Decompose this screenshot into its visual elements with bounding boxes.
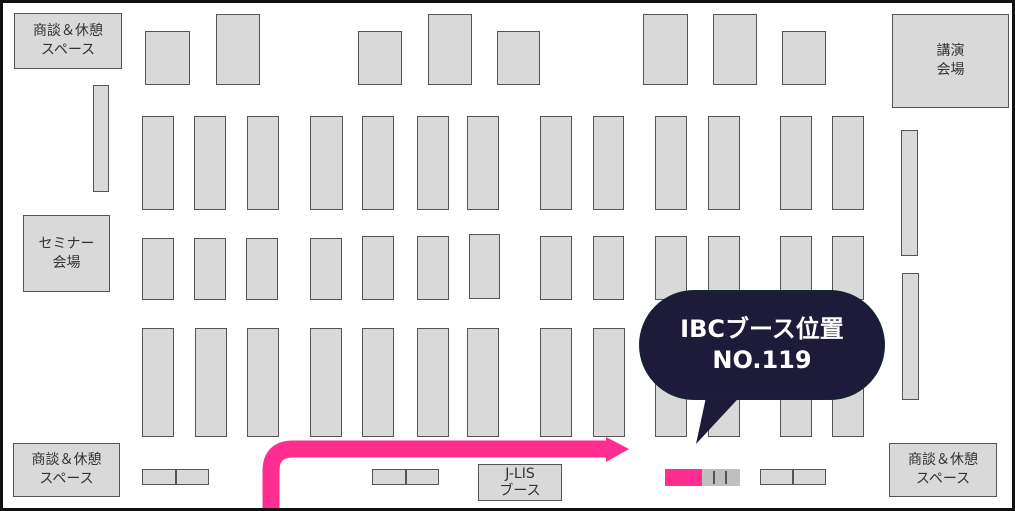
jlis-booth[interactable]: J-LIS ブース <box>478 464 562 501</box>
booth[interactable] <box>417 236 449 300</box>
booth[interactable] <box>362 116 394 210</box>
ibc-location-callout: IBCブース位置 NO.119 <box>639 290 885 400</box>
booth[interactable] <box>780 116 812 210</box>
booth[interactable] <box>593 116 624 210</box>
area-label: スペース <box>39 471 94 487</box>
callout-booth-number: NO.119 <box>712 346 812 374</box>
booth[interactable] <box>310 328 342 437</box>
booth[interactable] <box>142 238 174 300</box>
booth[interactable] <box>142 116 174 210</box>
booth[interactable] <box>655 116 687 210</box>
callout-tail <box>696 388 748 444</box>
lecture-hall[interactable]: 講演 会場 <box>892 14 1009 108</box>
booth[interactable] <box>540 236 572 300</box>
booth[interactable] <box>417 116 449 210</box>
booth[interactable] <box>469 234 500 299</box>
booth[interactable] <box>194 238 226 300</box>
route-arrowhead <box>606 437 629 462</box>
booth[interactable] <box>832 236 864 300</box>
booth[interactable] <box>194 116 226 210</box>
booth[interactable] <box>593 328 625 437</box>
meeting-rest-space-bottom-left[interactable]: 商談＆休憩 スペース <box>13 443 120 497</box>
booth[interactable] <box>593 236 624 300</box>
booth[interactable] <box>93 85 109 192</box>
booth[interactable] <box>310 238 342 300</box>
seminar-hall[interactable]: セミナー 会場 <box>23 215 110 292</box>
area-label: スペース <box>40 42 96 58</box>
booth[interactable] <box>428 14 472 85</box>
booth[interactable] <box>195 328 227 437</box>
booth[interactable] <box>901 130 918 256</box>
booth[interactable] <box>216 14 260 85</box>
booth[interactable] <box>708 116 740 210</box>
callout-title: IBCブース位置 <box>680 315 844 343</box>
booth[interactable] <box>362 236 394 300</box>
area-label: J-LIS <box>505 465 535 482</box>
booth[interactable] <box>708 236 740 300</box>
ibc-booth-highlight[interactable] <box>665 469 702 486</box>
booth[interactable] <box>497 31 540 85</box>
area-label: ブース <box>499 482 541 499</box>
area-label: 会場 <box>936 62 965 78</box>
booth[interactable] <box>247 116 279 210</box>
booth[interactable] <box>760 469 793 485</box>
booth[interactable] <box>145 31 190 85</box>
booth[interactable] <box>540 328 572 437</box>
booth[interactable] <box>246 238 278 300</box>
area-label: スペース <box>915 471 971 487</box>
booth[interactable] <box>310 116 343 210</box>
booth[interactable] <box>643 14 688 85</box>
booth[interactable] <box>247 328 279 437</box>
booth[interactable] <box>832 116 864 210</box>
area-label: 商談＆休憩 <box>31 452 102 468</box>
area-label: 会場 <box>52 254 81 271</box>
route-overlay <box>262 388 748 508</box>
booth[interactable] <box>142 469 176 485</box>
booth[interactable] <box>142 328 174 437</box>
booth[interactable] <box>793 469 826 485</box>
booth[interactable] <box>655 236 687 300</box>
booth[interactable] <box>902 273 919 400</box>
booth[interactable] <box>782 31 826 85</box>
area-label: セミナー <box>38 235 95 252</box>
booth[interactable] <box>406 469 439 485</box>
booth[interactable] <box>176 469 209 485</box>
area-label: 講演 <box>936 43 965 59</box>
meeting-rest-space-bottom-right[interactable]: 商談＆休憩 スペース <box>889 443 997 497</box>
area-label: 商談＆休憩 <box>33 23 103 39</box>
booth[interactable] <box>358 31 402 85</box>
booth[interactable] <box>417 328 449 437</box>
booth[interactable] <box>540 116 572 210</box>
booth[interactable] <box>372 469 406 485</box>
booth[interactable] <box>467 328 499 437</box>
meeting-rest-space-top-left[interactable]: 商談＆休憩 スペース <box>14 13 122 69</box>
booth[interactable] <box>362 328 394 437</box>
booth[interactable] <box>713 14 757 85</box>
adjacent-booths <box>702 469 740 486</box>
booth[interactable] <box>467 116 499 210</box>
area-label: 商談＆休憩 <box>908 452 978 468</box>
route-arrow-line <box>262 440 609 508</box>
